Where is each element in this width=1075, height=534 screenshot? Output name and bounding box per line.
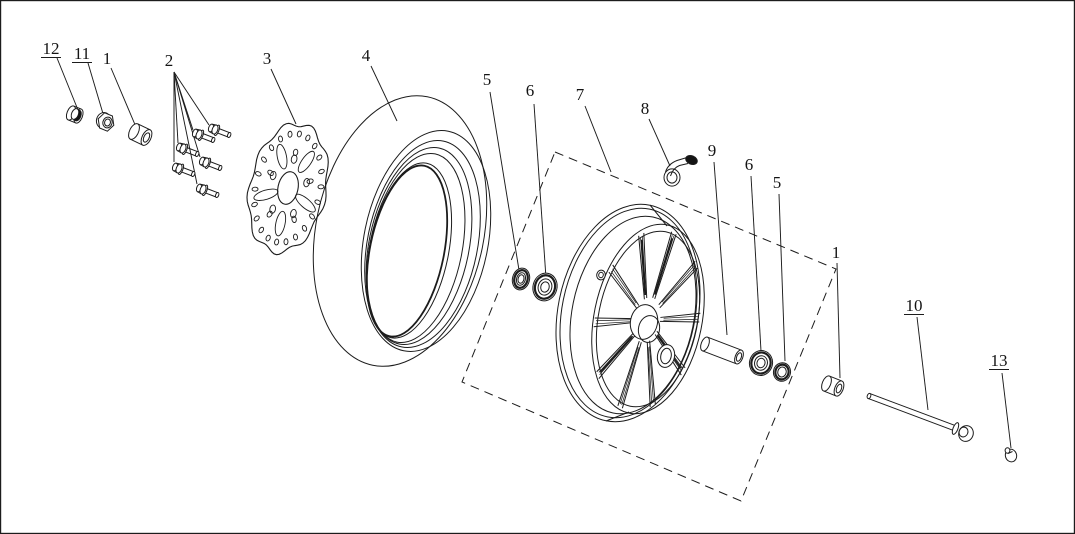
valve-hole	[596, 269, 606, 281]
oil-seal-right	[772, 362, 792, 382]
callout-label-1: 1	[103, 49, 112, 68]
wheel-rim	[555, 203, 705, 423]
spacer-bushing-right	[821, 375, 845, 397]
spacer-bushing-left	[128, 123, 153, 146]
axle-spacer-tube	[700, 336, 744, 365]
callout-label-5: 5	[483, 70, 492, 89]
callout-label-1: 1	[832, 243, 841, 262]
tire	[312, 95, 492, 367]
wheel-spokes	[593, 231, 701, 409]
callout-label-6: 6	[745, 155, 754, 174]
oil-seal-left	[511, 267, 531, 291]
callout-label-10: 10	[906, 296, 923, 315]
valve-stem	[663, 154, 698, 187]
front-axle	[866, 392, 974, 442]
callout-label-7: 7	[576, 85, 585, 104]
wheel-hub	[629, 304, 676, 368]
bearing-right	[748, 350, 774, 376]
callout-label-12: 12	[43, 39, 60, 58]
callout-label-3: 3	[263, 49, 272, 68]
brake-disc	[246, 122, 329, 256]
callout-label-11: 11	[74, 44, 90, 63]
callout-leader-lines	[56, 57, 1012, 449]
cap-nut	[65, 105, 84, 124]
callout-label-5: 5	[773, 173, 782, 192]
callout-label-13: 13	[991, 351, 1008, 370]
retaining-clip	[1004, 447, 1018, 463]
assembly-boundary-box	[461, 151, 837, 502]
callout-label-9: 9	[708, 141, 717, 160]
disc-bolt-group	[171, 123, 232, 198]
callout-label-6: 6	[526, 81, 535, 100]
callout-label-4: 4	[362, 46, 371, 65]
bearing-left	[532, 272, 558, 302]
callout-label-2: 2	[165, 51, 174, 70]
callout-label-8: 8	[641, 99, 650, 118]
hex-nut	[95, 112, 115, 132]
